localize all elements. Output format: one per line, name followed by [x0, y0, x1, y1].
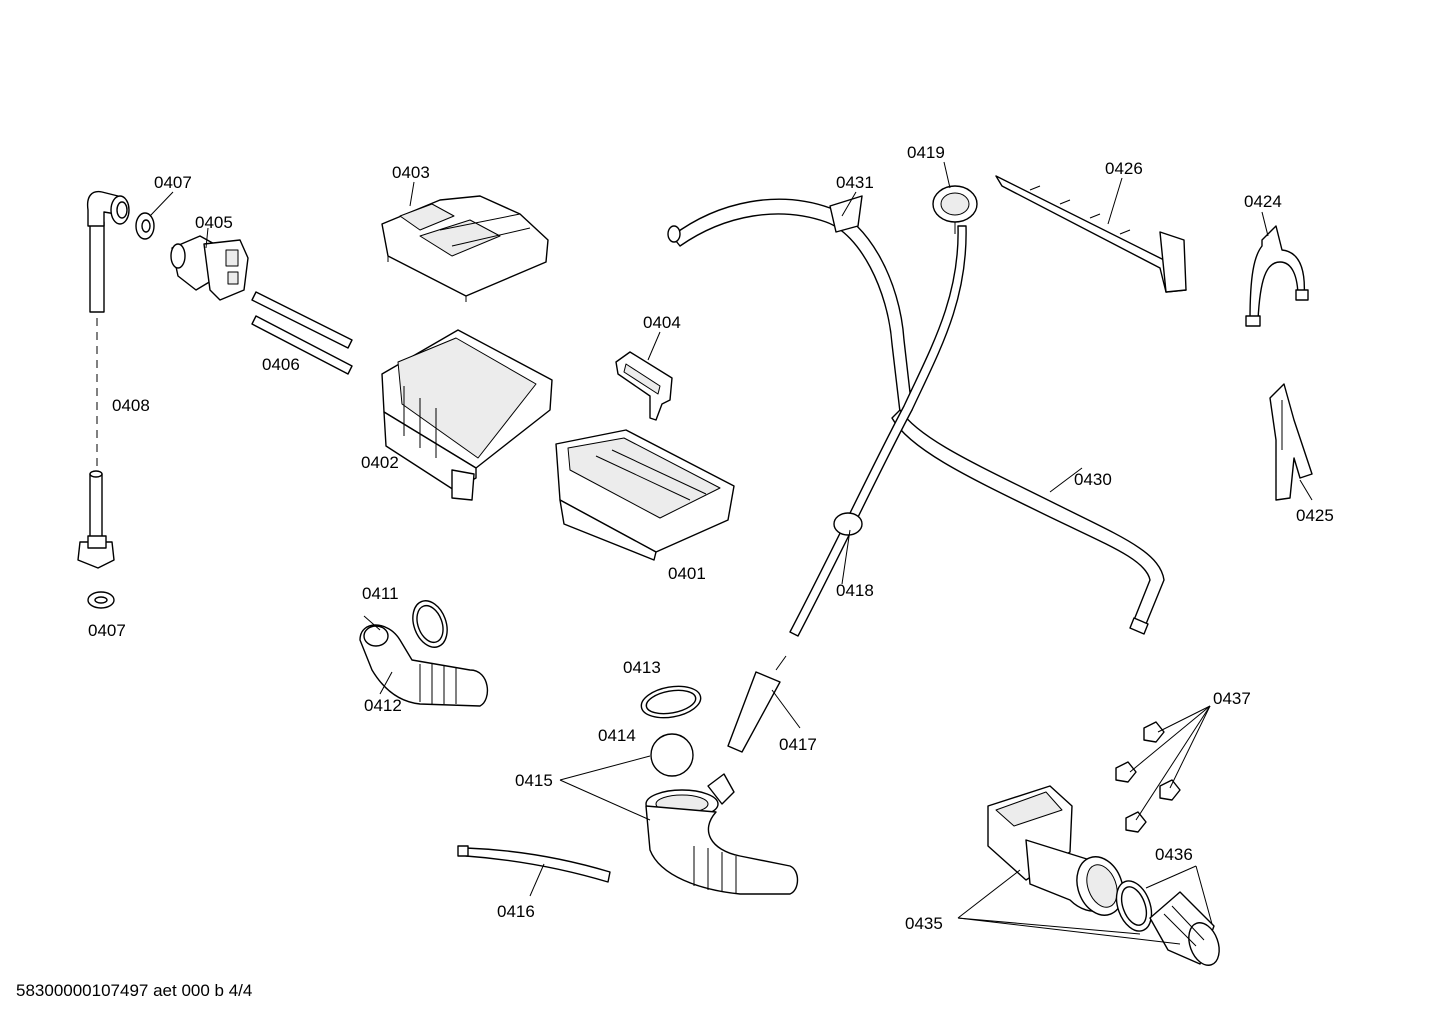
- label-0412: 0412: [364, 696, 402, 715]
- screw-4: [1125, 811, 1147, 833]
- label-0407-top: 0407: [154, 173, 192, 192]
- label-0407-bottom: 0407: [88, 621, 126, 640]
- label-0430: 0430: [1074, 470, 1112, 489]
- part-0413-gasket: [640, 685, 702, 719]
- part-0415-sump: [645, 773, 799, 895]
- label-0414: 0414: [598, 726, 636, 745]
- label-0425: 0425: [1296, 506, 1334, 525]
- part-0405-valve: [170, 235, 249, 301]
- part-0408-inlet-hose: [77, 190, 130, 569]
- leader-lines: [149, 161, 1313, 945]
- part-0426-bracket: [995, 175, 1187, 293]
- part-0419-pressure-switch: [932, 185, 978, 234]
- part-0403-dispenser-cover: [381, 195, 549, 302]
- part-0431-hose: [667, 195, 913, 413]
- label-0411: 0411: [362, 584, 399, 603]
- part-0411-ring: [412, 600, 448, 648]
- label-0403: 0403: [392, 163, 430, 182]
- part-labels: 0407 0405 0408 0407 0406 0403 0402 0404 …: [88, 143, 1334, 933]
- label-0426: 0426: [1105, 159, 1143, 178]
- label-0401: 0401: [668, 564, 706, 583]
- label-0431: 0431: [836, 173, 874, 192]
- screw-1: [1143, 721, 1165, 743]
- part-0414-ball: [650, 733, 694, 777]
- label-0437: 0437: [1213, 689, 1251, 708]
- label-0404: 0404: [643, 313, 681, 332]
- label-0435: 0435: [905, 914, 943, 933]
- part-0424-clip: [1245, 225, 1309, 327]
- label-0415: 0415: [515, 771, 553, 790]
- part-0401-dispenser-drawer: [555, 429, 735, 561]
- part-0404-siphon-insert: [615, 351, 673, 421]
- part-0417-sensor: [727, 655, 787, 753]
- label-0436: 0436: [1155, 845, 1193, 864]
- label-0424: 0424: [1244, 192, 1282, 211]
- document-id-footer: 58300000107497 aet 000 b 4/4: [16, 981, 253, 1000]
- screw-3: [1159, 779, 1181, 801]
- label-0418: 0418: [836, 581, 874, 600]
- label-0416: 0416: [497, 902, 535, 921]
- part-0436-ring: [1115, 880, 1153, 932]
- label-0419: 0419: [907, 143, 945, 162]
- part-0406-tubes: [251, 291, 353, 375]
- label-0408: 0408: [112, 396, 150, 415]
- label-0406: 0406: [262, 355, 300, 374]
- part-0407-washer-top: [135, 212, 155, 240]
- part-0430-hose: [891, 409, 1165, 635]
- label-0405: 0405: [195, 213, 233, 232]
- part-0412-bellows: [359, 624, 489, 707]
- part-0402-dispenser-housing: [381, 329, 553, 501]
- label-0402: 0402: [361, 453, 399, 472]
- part-0416-hose: [457, 845, 611, 883]
- label-0417: 0417: [779, 735, 817, 754]
- screw-2: [1115, 761, 1137, 783]
- part-0437-screws: [1115, 721, 1181, 833]
- part-0418-pressure-tube: [789, 225, 967, 637]
- part-0425-bracket: [1269, 383, 1313, 501]
- part-0407-washer-bottom: [87, 591, 115, 609]
- label-0413: 0413: [623, 658, 661, 677]
- part-0435-pump: [987, 785, 1124, 916]
- part-0436-filter: [1149, 891, 1220, 966]
